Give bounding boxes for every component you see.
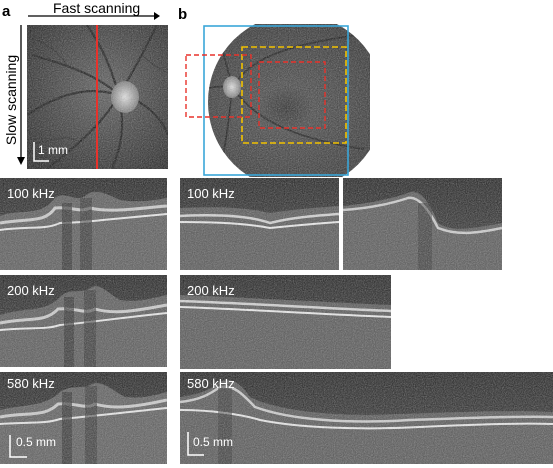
oct-b-rate-label: 580 kHz bbox=[187, 376, 235, 391]
panel-a-letter: a bbox=[2, 3, 11, 20]
oct-b-rate-label: 100 kHz bbox=[187, 186, 235, 201]
oct-a-200khz: 200 kHz bbox=[0, 275, 167, 367]
slow-scanning-arrow bbox=[17, 25, 25, 165]
oct-a-rate-label: 100 kHz bbox=[7, 186, 55, 201]
scan-region-yellow bbox=[241, 46, 347, 144]
oct-b-rate-label: 200 kHz bbox=[187, 283, 235, 298]
oct-a-rate-label: 200 kHz bbox=[7, 283, 55, 298]
fast-scanning-arrow bbox=[28, 12, 160, 20]
fast-scanning-label: Fast scanning bbox=[53, 0, 141, 16]
fundus-image-a: 1 mm bbox=[27, 25, 168, 169]
oct-b-scale-label: 0.5 mm bbox=[193, 435, 234, 449]
oct-a-scale-label: 0.5 mm bbox=[16, 435, 57, 449]
oct-b-200khz: 200 kHz bbox=[180, 275, 391, 369]
fundus-image-b bbox=[184, 24, 370, 177]
oct-a-100khz: 100 kHz bbox=[0, 178, 167, 270]
oct-b-100khz-macula: 100 kHz bbox=[180, 178, 339, 270]
scan-region-red-disc bbox=[185, 54, 252, 118]
oct-b-100khz-disc bbox=[343, 178, 502, 270]
oct-a-580khz: 580 kHz 0.5 mm bbox=[0, 372, 167, 464]
panel-b-letter: b bbox=[178, 6, 188, 23]
scan-region-blue bbox=[203, 25, 349, 176]
scan-region-red-macula bbox=[258, 61, 326, 129]
oct-a-rate-label: 580 kHz bbox=[7, 376, 55, 391]
fundus-scale-label: 1 mm bbox=[38, 143, 68, 157]
oct-b-580khz-wide: 580 kHz 0.5 mm bbox=[180, 372, 553, 464]
